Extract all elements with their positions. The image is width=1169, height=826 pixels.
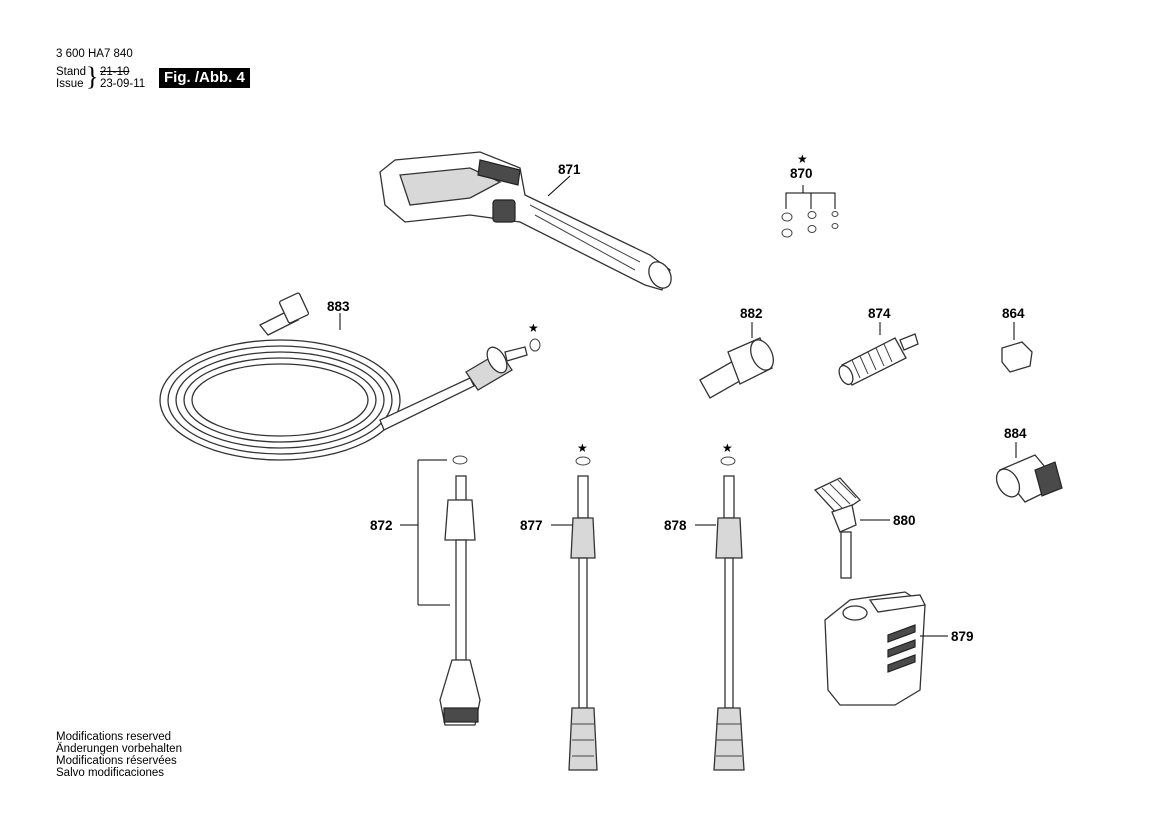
document-number: 3 600 HA7 840 [56,48,133,60]
star-870: ★ [797,152,808,166]
o-ring-872 [452,455,468,465]
label-864: 864 [1002,306,1025,321]
o-ring-set [781,185,839,238]
label-872: 872 [370,518,393,533]
star-878: ★ [722,441,733,455]
label-880: 880 [893,513,916,528]
footer-line-en: Modifications reserved [56,731,172,743]
brace-symbol: } [86,62,99,91]
figure-label: Fig. /Abb. 4 [159,68,250,88]
star-883: ★ [528,321,539,335]
label-878: 878 [664,518,687,533]
stand-label: Stand [56,66,87,78]
issue-value: 23-09-11 [100,78,146,90]
label-877: 877 [520,518,543,533]
footer-line-es: Salvo modificaciones [56,767,165,779]
o-ring-877 [575,456,591,466]
label-884: 884 [1004,426,1027,441]
issue-label: Issue [56,78,84,90]
lance-872-part [439,475,481,726]
clip-part [1001,341,1033,373]
hose-coupling-part [995,454,1063,503]
label-870: 870 [790,166,813,181]
detergent-nozzle-part [813,477,861,579]
label-871: 871 [558,162,581,177]
label-874: 874 [868,306,891,321]
star-877: ★ [577,441,588,455]
label-883: 883 [327,299,350,314]
modifications-notice: Modifications reserved Änderungen vorbeh… [56,731,182,779]
stand-value: 21-10 [100,66,130,78]
high-pressure-hose-part [159,292,528,461]
footer-line-fr: Modifications réservées [56,755,177,767]
rotary-nozzle-part [838,333,919,386]
detergent-bottle-part [824,591,926,706]
o-ring-878 [720,456,736,466]
lance-877-part [568,475,598,771]
lance-878-part [713,475,745,771]
o-ring-883 [529,338,541,352]
label-882: 882 [740,306,763,321]
spray-gun-part [379,151,672,291]
footer-line-de: Änderungen vorbehalten [56,743,182,755]
label-879: 879 [951,629,974,644]
nozzle-adapter-part [699,337,774,399]
